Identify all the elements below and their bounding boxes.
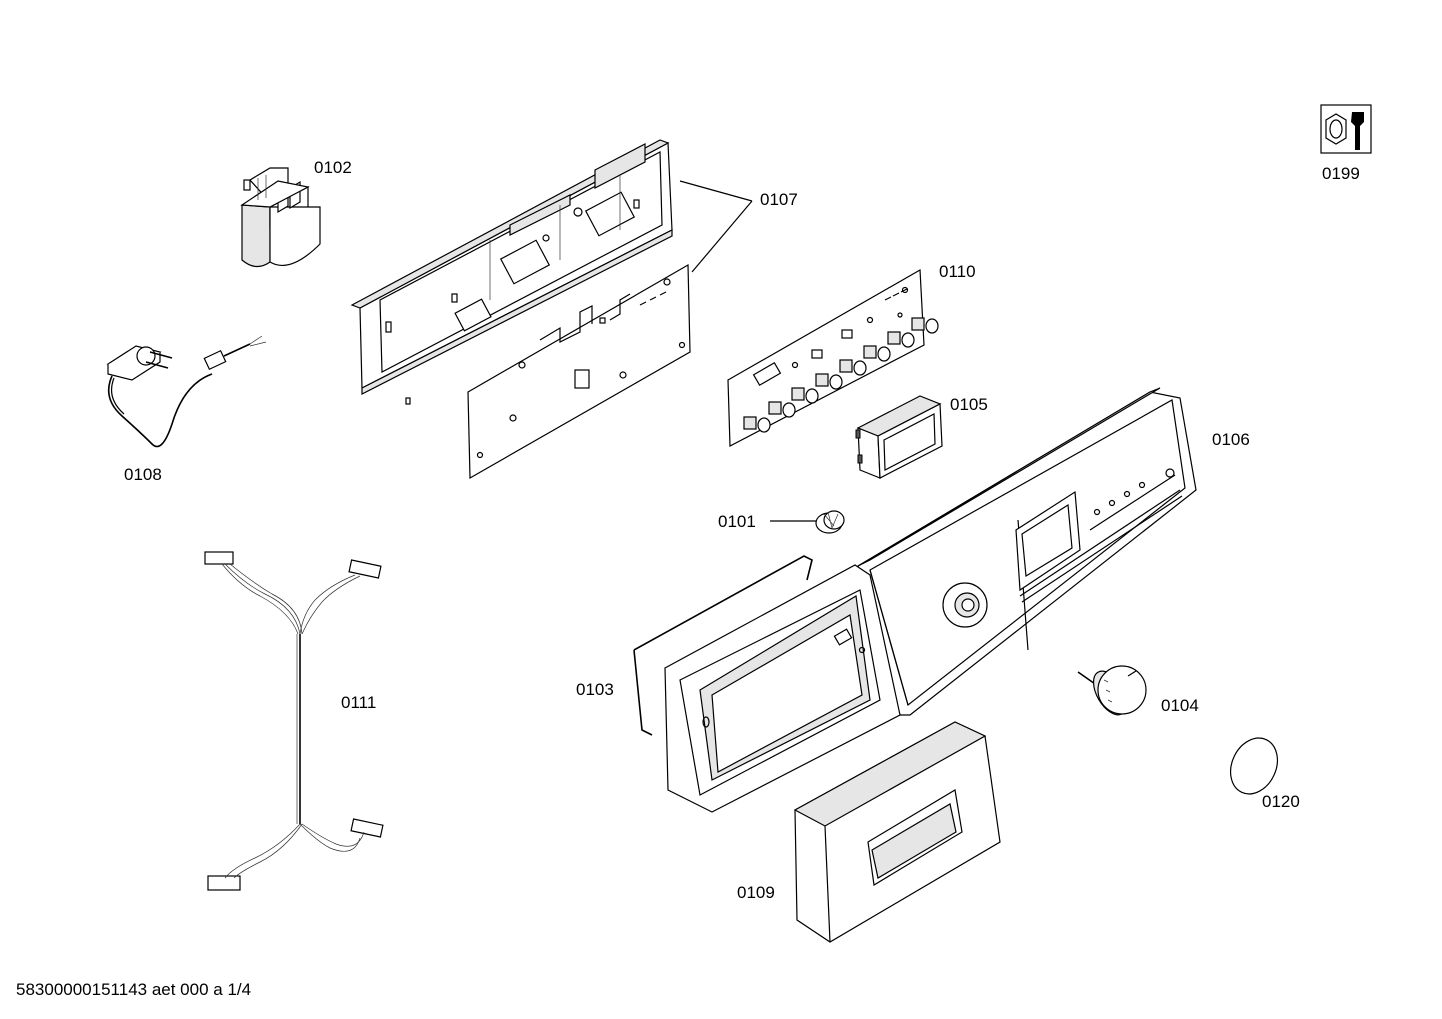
- service-tool-icon: [1320, 104, 1372, 154]
- selector-switch-row: [743, 317, 939, 433]
- label-0101: 0101: [718, 512, 756, 531]
- label-0110: 0110: [939, 262, 976, 281]
- label-0111: 0111: [341, 693, 376, 712]
- document-code: 58300000151143 aet 000 a 1/4: [16, 980, 252, 999]
- control-module-housing-drawing: [350, 139, 673, 395]
- label-0107: 0107: [760, 190, 798, 209]
- round-cap-drawing: [1229, 737, 1279, 795]
- program-selector-board-drawing: [727, 268, 939, 447]
- display-unit-drawing: [855, 395, 943, 479]
- wiring-harness-drawing: [204, 551, 384, 891]
- detergent-drawer-frame-drawing: [633, 555, 901, 813]
- label-0104: 0104: [1161, 696, 1199, 715]
- drawer-handle-drawing: [793, 721, 1001, 943]
- label-0106: 0106: [1212, 430, 1250, 449]
- label-0108: 0108: [124, 465, 162, 484]
- control-circuit-board-drawing: [405, 263, 691, 480]
- label-0103: 0103: [576, 680, 614, 699]
- control-panel-fascia-drawing: [857, 387, 1197, 716]
- selector-knob-drawing: [1077, 665, 1147, 716]
- knob-insert-drawing: [815, 510, 845, 534]
- label-0199: 0199: [1322, 164, 1360, 183]
- label-0109: 0109: [737, 883, 775, 902]
- label-0120: 0120: [1262, 792, 1300, 811]
- leader-0107-a: [679, 180, 753, 202]
- leader-0107-b: [691, 200, 753, 273]
- label-0102: 0102: [314, 158, 352, 177]
- interference-filter-drawing: [240, 167, 321, 268]
- label-0105: 0105: [950, 395, 988, 414]
- power-cord-drawing: [106, 335, 267, 448]
